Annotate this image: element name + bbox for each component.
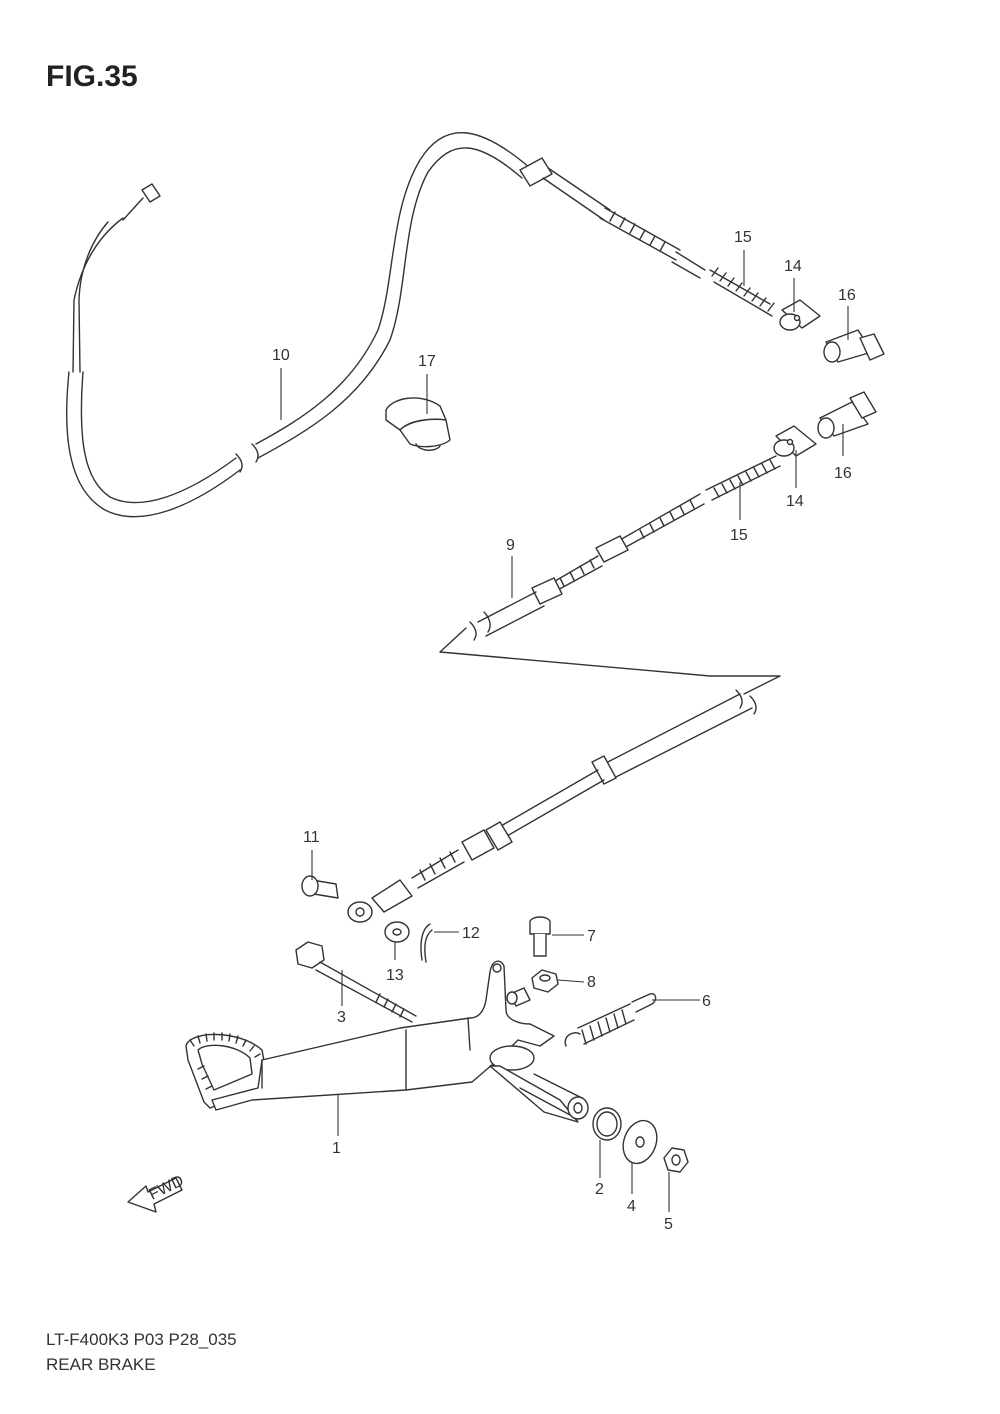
spring-15-lower[interactable]: [705, 455, 781, 501]
washer-4[interactable]: [617, 1116, 662, 1168]
break-line: [439, 627, 781, 695]
callout-16-lower: 16: [834, 465, 852, 482]
nut-8[interactable]: [531, 969, 559, 993]
callout-15-lower: 15: [730, 527, 748, 544]
clevis-pin-11[interactable]: [301, 875, 339, 899]
callout-numbers: 10 17 15 14 16 16 14 15 9 11 12 13 3 7 8…: [272, 229, 856, 1233]
bolt-7[interactable]: [529, 916, 551, 957]
callout-7: 7: [587, 928, 596, 945]
callout-14-lower: 14: [786, 493, 804, 510]
pin-16-upper[interactable]: [823, 329, 885, 363]
return-spring-6[interactable]: [564, 992, 657, 1047]
joint-14-lower[interactable]: [773, 425, 817, 457]
figure-name: REAR BRAKE: [46, 1355, 156, 1374]
fwd-label: FWD: [146, 1172, 186, 1203]
callout-9: 9: [506, 537, 515, 554]
callout-3: 3: [337, 1009, 346, 1026]
rear-brake-cable-9[interactable]: [817, 391, 877, 439]
cable-clamp-17[interactable]: [385, 397, 451, 451]
callout-13: 13: [386, 967, 404, 984]
nut-5[interactable]: [663, 1147, 689, 1173]
cable-9-upper-part[interactable]: [469, 493, 705, 641]
fwd-arrow-icon: FWD: [127, 1172, 187, 1213]
cotter-pin-12[interactable]: [420, 923, 433, 963]
rear-brake-cable-10[interactable]: [65, 131, 706, 518]
callout-15-upper: 15: [734, 229, 752, 246]
callout-6: 6: [702, 993, 711, 1010]
callout-8: 8: [587, 974, 596, 991]
callout-14-upper: 14: [784, 258, 802, 275]
figure-code: LT-F400K3 P03 P28_035: [46, 1330, 237, 1349]
callout-12: 12: [462, 925, 480, 942]
joint-14-upper[interactable]: [779, 299, 821, 331]
callout-2: 2: [595, 1181, 604, 1198]
callout-1: 1: [332, 1140, 341, 1157]
callout-16-upper: 16: [838, 287, 856, 304]
leader-lines: [280, 250, 849, 1212]
callout-10: 10: [272, 347, 290, 364]
cable-9-lower-part[interactable]: [347, 689, 757, 923]
brake-pedal-1[interactable]: [185, 960, 589, 1123]
callout-17: 17: [418, 353, 436, 370]
pivot-bolt-3[interactable]: [295, 941, 417, 1023]
o-ring-2[interactable]: [592, 1107, 622, 1141]
washer-13[interactable]: [384, 921, 410, 943]
figure-title: FIG.35: [46, 60, 138, 93]
spring-15-upper[interactable]: [709, 267, 775, 317]
callout-4: 4: [627, 1198, 636, 1215]
callout-5: 5: [664, 1216, 673, 1233]
callout-11: 11: [303, 829, 320, 846]
